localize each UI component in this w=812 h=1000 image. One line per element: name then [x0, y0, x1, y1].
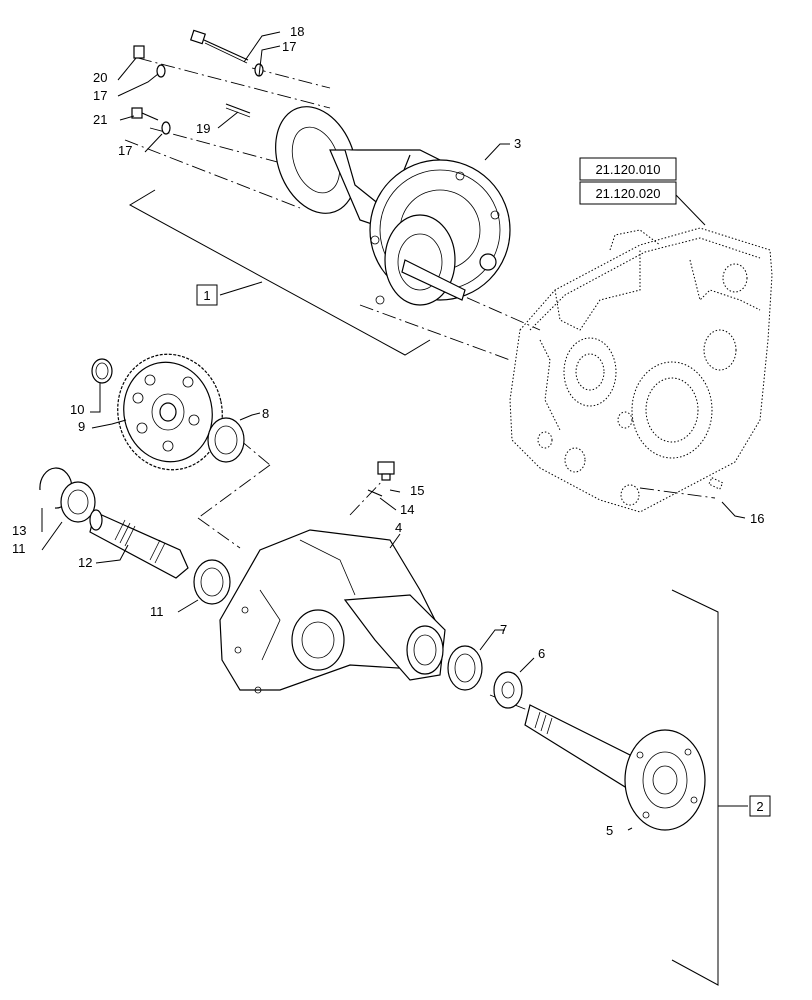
transmission-housing-reference [509, 227, 773, 513]
nut-20[interactable] [133, 45, 145, 59]
final-drive-case-4[interactable] [219, 529, 446, 694]
group-label-1: 1 [203, 288, 210, 303]
callout-21[interactable]: 21 [93, 112, 107, 127]
reference-label-1[interactable]: 21.120.010 [595, 162, 660, 177]
callout-leaders [41, 31, 746, 831]
callout-17-top[interactable]: 17 [282, 39, 296, 54]
bearing-8[interactable] [207, 417, 245, 463]
bushing-10[interactable] [91, 358, 113, 384]
bolt-18[interactable] [189, 29, 249, 64]
washer-17-left-upper[interactable] [156, 64, 166, 78]
callout-14[interactable]: 14 [400, 502, 414, 517]
callout-11-left[interactable]: 11 [12, 541, 26, 556]
callout-17-left-lower[interactable]: 17 [118, 143, 132, 158]
breather-plug-15[interactable] [377, 461, 395, 481]
axle-shaft-5[interactable] [524, 704, 706, 831]
callout-19[interactable]: 19 [196, 121, 210, 136]
washer-6[interactable] [493, 671, 523, 709]
callout-5[interactable]: 5 [606, 823, 613, 838]
splined-shaft-12[interactable] [89, 509, 189, 579]
bearing-11-left[interactable] [60, 481, 96, 523]
callout-8[interactable]: 8 [262, 406, 269, 421]
callout-6[interactable]: 6 [538, 646, 545, 661]
callout-9[interactable]: 9 [78, 419, 85, 434]
callout-15[interactable]: 15 [410, 483, 424, 498]
callout-13[interactable]: 13 [12, 523, 26, 538]
callout-12[interactable]: 12 [78, 555, 92, 570]
assembly-axis-lines [124, 57, 716, 716]
callout-11-center[interactable]: 11 [150, 604, 164, 619]
gear-9[interactable] [107, 344, 233, 479]
reference-box-21-120-010[interactable]: 21.120.010 [579, 157, 677, 181]
reference-label-2[interactable]: 21.120.020 [595, 186, 660, 201]
reference-box-21-120-020[interactable]: 21.120.020 [579, 181, 677, 205]
callout-3[interactable]: 3 [514, 136, 521, 151]
callout-20[interactable]: 20 [93, 70, 107, 85]
stud-19[interactable] [225, 103, 251, 118]
callout-4[interactable]: 4 [395, 520, 402, 535]
seal-washer-14[interactable] [367, 489, 383, 497]
washer-17-left-lower[interactable] [161, 121, 171, 135]
group-label-2: 2 [756, 799, 763, 814]
group-box-1[interactable]: 1 [196, 284, 218, 306]
bearing-11-center[interactable] [193, 559, 231, 605]
callout-18[interactable]: 18 [290, 24, 304, 39]
callout-16[interactable]: 16 [750, 511, 764, 526]
reference-leader [675, 194, 706, 226]
group-box-2[interactable]: 2 [749, 795, 771, 817]
bearing-7[interactable] [447, 645, 483, 691]
group-brackets [128, 189, 748, 986]
callout-17-left-upper[interactable]: 17 [93, 88, 107, 103]
callout-7[interactable]: 7 [500, 622, 507, 637]
callout-numbers: 18 17 20 17 21 17 19 3 10 9 8 13 11 12 1… [12, 24, 764, 838]
callout-10[interactable]: 10 [70, 402, 84, 417]
final-drive-housing-3[interactable] [261, 95, 511, 306]
bolt-21[interactable] [131, 107, 159, 121]
